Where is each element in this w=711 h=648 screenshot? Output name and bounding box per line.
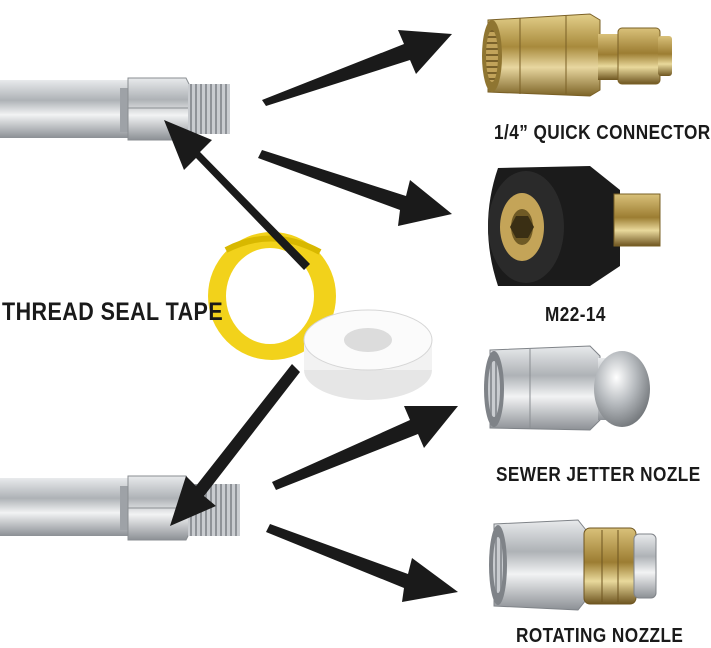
arrow-to-sewer-nozzle	[272, 406, 458, 490]
arrow-tape-to-top-thread	[164, 120, 310, 270]
thread-seal-tape-label: THREAD SEAL TAPE	[2, 298, 224, 326]
white-tape-roll	[303, 309, 433, 400]
sewer-jetter-nozzle-image	[484, 345, 650, 431]
m22-label: M22-14	[545, 304, 606, 326]
quick-connector-image	[482, 13, 672, 97]
arrow-to-m22	[258, 150, 452, 226]
arrow-tape-to-bottom-thread	[170, 364, 300, 526]
product-illustration	[0, 13, 672, 611]
arrow-to-quick-connector	[262, 30, 452, 106]
m22-coupler-image	[488, 166, 661, 286]
arrows	[164, 30, 458, 602]
hose-end-top	[0, 77, 230, 141]
arrow-to-rotating-nozzle	[266, 524, 458, 602]
rotating-nozzle-label: ROTATING NOZZLE	[516, 625, 684, 647]
sewer-jetter-label: SEWER JETTER NOZLE	[496, 464, 701, 486]
quick-connector-label: 1/4” QUICK CONNECTOR	[494, 122, 711, 144]
rotating-nozzle-image	[489, 519, 657, 611]
